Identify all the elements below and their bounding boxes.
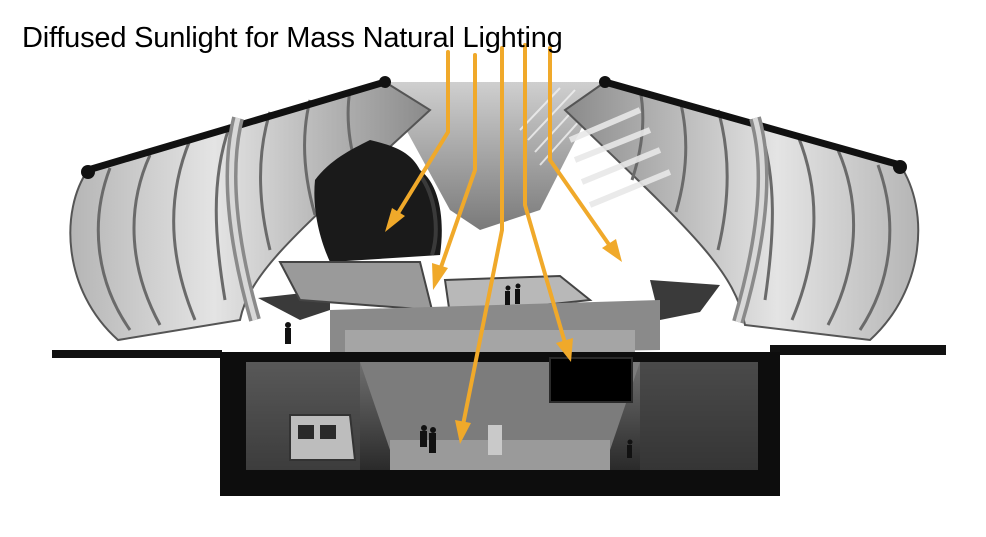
diagram-title: Diffused Sunlight for Mass Natural Light…: [22, 22, 563, 54]
sunlight-arrow: [455, 46, 504, 444]
sunlight-arrows: [385, 43, 622, 444]
right-roof-canopy: [563, 76, 920, 342]
underground-concourse: [220, 352, 780, 496]
sunlight-arrow: [432, 53, 477, 290]
train-icon: [289, 414, 357, 461]
tree-icon: [314, 140, 442, 262]
sunlight-arrow: [548, 46, 622, 262]
human-figure: [285, 283, 633, 458]
sunlight-arrow: [385, 50, 450, 232]
sunlight-arrow: [523, 43, 573, 362]
